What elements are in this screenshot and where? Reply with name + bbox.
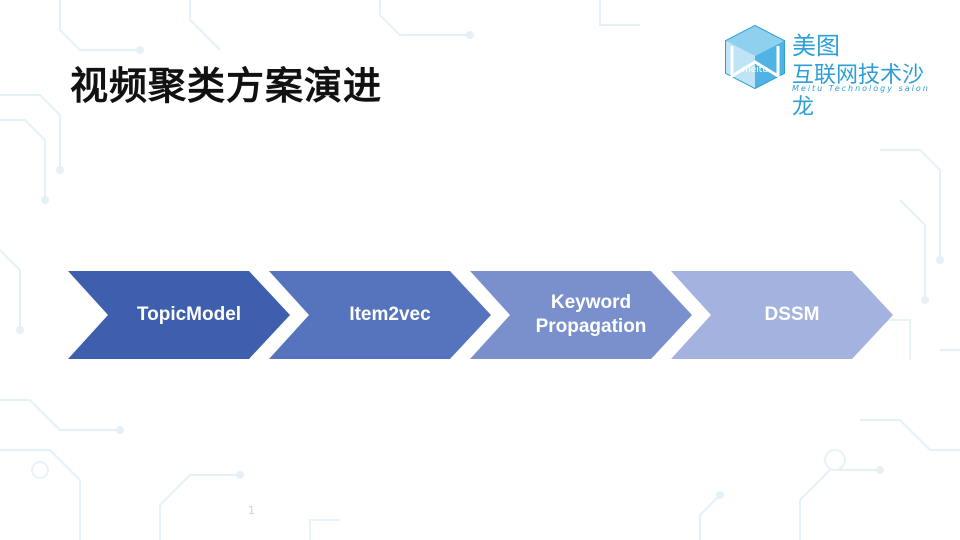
flow-step-item2vec: Item2vec	[269, 271, 491, 359]
logo-subtitle: 互联网技术沙龙	[792, 63, 925, 120]
flow-step-dssm: DSSM	[671, 271, 893, 359]
flow-step-topicmodel: TopicModel	[68, 271, 290, 359]
flow-step-label: Item2vec	[349, 304, 431, 325]
logo-english: Meitu Technology salon	[792, 84, 930, 93]
flow-step-label: Keyword Propagation	[535, 292, 647, 337]
meitu-logo: meitu 美图 互联网技术沙龙 Meitu Technology salon	[722, 24, 937, 120]
cube-logo-icon: meitu	[725, 24, 785, 90]
flow-step-label: DSSM	[764, 304, 820, 325]
slide-title: 视频聚类方案演进	[70, 64, 383, 108]
cube-text: meitu	[742, 65, 768, 75]
page-number: 1	[248, 504, 255, 517]
flow-step-keyword-propagation: Keyword Propagation	[470, 271, 692, 359]
logo-brand: 美图	[792, 32, 840, 60]
flow-step-label: TopicModel	[136, 304, 242, 325]
